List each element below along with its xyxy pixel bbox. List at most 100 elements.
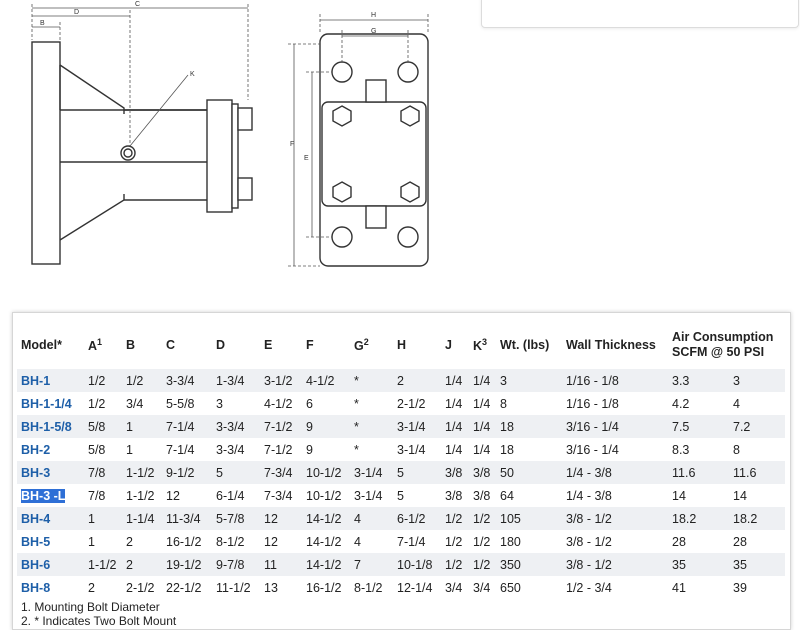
cell-h: 5 [393,484,441,507]
column-header-g-label: G [354,339,364,354]
dimension-label-c: C [135,1,140,8]
model-link[interactable]: BH-1-1/4 [21,396,72,411]
cell-f: 14-1/2 [302,530,350,553]
column-header-g: G2 [350,321,393,369]
cell-air1: 4.2 [668,392,729,415]
cell-model[interactable]: BH-8 [17,576,84,599]
cell-wall: 3/8 - 1/2 [562,507,668,530]
cell-f: 4-1/2 [302,369,350,392]
cell-d: 8-1/2 [212,530,260,553]
cell-wt: 3 [496,369,562,392]
cell-a: 7/8 [84,461,122,484]
cell-g: 7 [350,553,393,576]
cell-b: 1 [122,438,162,461]
cell-wall: 3/8 - 1/2 [562,530,668,553]
cell-wt: 50 [496,461,562,484]
cell-c: 19-1/2 [162,553,212,576]
air-consumption-line2: SCFM @ 50 PSI [672,345,765,359]
cell-d: 5 [212,461,260,484]
cell-model[interactable]: BH-5 [17,530,84,553]
cell-g: 4 [350,507,393,530]
model-link[interactable]: BH-3 -L [21,488,66,503]
cell-wall: 3/16 - 1/4 [562,415,668,438]
cell-b: 1-1/2 [122,484,162,507]
model-link[interactable]: BH-6 [21,557,51,572]
cell-j: 1/4 [441,392,469,415]
cell-j: 3/8 [441,484,469,507]
cell-wt: 180 [496,530,562,553]
cell-air2: 39 [729,576,785,599]
cell-g: * [350,392,393,415]
cell-j: 3/8 [441,461,469,484]
dimension-label-k: K [190,71,195,78]
cell-d: 9-7/8 [212,553,260,576]
cell-k: 3/4 [469,576,496,599]
cell-h: 3-1/4 [393,415,441,438]
cell-wall: 1/4 - 3/8 [562,484,668,507]
dimension-label-h: H [371,12,376,19]
footnote-1: 1. Mounting Bolt Diameter [21,600,160,614]
cell-model[interactable]: BH-1-5/8 [17,415,84,438]
model-link[interactable]: BH-2 [21,442,51,457]
cell-model[interactable]: BH-4 [17,507,84,530]
column-header-a: A1 [84,321,122,369]
cell-air1: 28 [668,530,729,553]
cell-f: 6 [302,392,350,415]
cell-model[interactable]: BH-1 [17,369,84,392]
model-link[interactable]: BH-1 [21,373,51,388]
cell-air2: 14 [729,484,785,507]
cell-c: 7-1/4 [162,415,212,438]
cell-b: 1/2 [122,369,162,392]
cell-k: 1/2 [469,507,496,530]
model-link[interactable]: BH-4 [21,511,51,526]
cell-wt: 18 [496,438,562,461]
cell-wall: 3/16 - 1/4 [562,438,668,461]
footnote-2: 2. * Indicates Two Bolt Mount [21,614,177,628]
cell-a: 7/8 [84,484,122,507]
cell-model[interactable]: BH-1-1/4 [17,392,84,415]
model-link[interactable]: BH-3 [21,465,51,480]
cell-c: 3-3/4 [162,369,212,392]
cell-wall: 1/4 - 3/8 [562,461,668,484]
column-header-a-label: A [88,339,98,354]
cell-model[interactable]: BH-6 [17,553,84,576]
cell-g: 8-1/2 [350,576,393,599]
model-link[interactable]: BH-1-5/8 [21,419,72,434]
cell-air1: 3.3 [668,369,729,392]
footnote-marker-1: 1 [97,336,103,347]
cell-wt: 18 [496,415,562,438]
cell-air1: 7.5 [668,415,729,438]
cell-k: 3/8 [469,461,496,484]
cell-e: 3-1/2 [260,369,302,392]
cell-wt: 8 [496,392,562,415]
cell-f: 14-1/2 [302,507,350,530]
cell-a: 2 [84,576,122,599]
cell-k: 1/4 [469,392,496,415]
cell-c: 9-1/2 [162,461,212,484]
cell-h: 5 [393,461,441,484]
model-link[interactable]: BH-8 [21,580,51,595]
model-link[interactable]: BH-5 [21,534,51,549]
cell-c: 22-1/2 [162,576,212,599]
cell-f: 10-1/2 [302,461,350,484]
cell-j: 1/2 [441,530,469,553]
specifications-panel: Model* A1 B C D E F G2 H J K3 Wt. (lbs) … [12,312,791,630]
cell-k: 1/2 [469,530,496,553]
cell-g: 4 [350,530,393,553]
cell-wt: 350 [496,553,562,576]
end-view-dimensions [288,14,429,267]
cell-a: 1/2 [84,369,122,392]
footnote-marker-2: 2 [363,336,369,347]
cell-model[interactable]: BH-3 -L [17,484,84,507]
cell-e: 12 [260,507,302,530]
technical-drawing: C D B K H G F E [31,1,429,267]
cell-b: 1-1/4 [122,507,162,530]
cell-j: 1/2 [441,507,469,530]
cell-model[interactable]: BH-2 [17,438,84,461]
cell-model[interactable]: BH-3 [17,461,84,484]
